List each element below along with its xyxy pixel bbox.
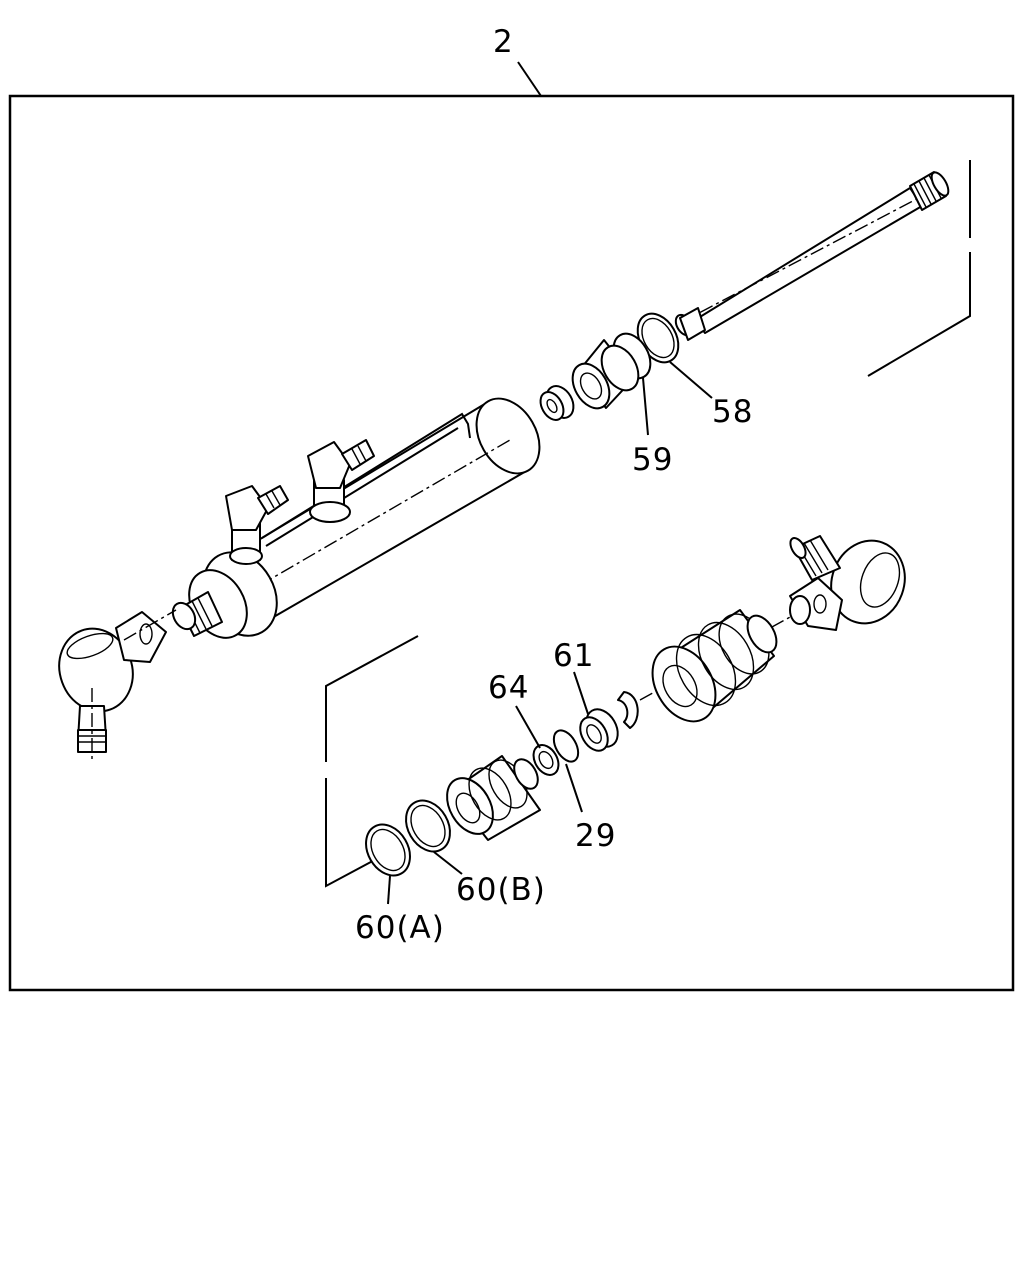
callout-58: 58 (712, 394, 753, 430)
tie-rod-end-right (789, 535, 906, 631)
leader-58 (669, 361, 713, 399)
bracket-line-lower-left-b (325, 778, 383, 888)
gland-bushing (571, 339, 640, 410)
leader-60a (387, 875, 391, 905)
small-nut (539, 385, 575, 421)
bracket-line-lower-left-a (325, 635, 419, 762)
diagram-frame (8, 94, 1015, 992)
elbow-fitting-right (307, 439, 375, 523)
snap-ring (617, 691, 639, 729)
callout-59: 59 (632, 442, 673, 478)
elbow-fitting-left (225, 485, 289, 565)
callout-61: 61 (553, 638, 594, 674)
leader-59 (642, 377, 649, 436)
callout-29: 29 (575, 818, 616, 854)
callout-assembly-2: 2 (493, 24, 514, 60)
tie-rod-end-left (58, 609, 177, 760)
part-60b-ring (405, 799, 451, 853)
part-61-bearing (579, 708, 619, 752)
piston-rod (674, 171, 950, 341)
leader-64 (515, 705, 541, 749)
part-60a-ring (365, 823, 411, 877)
leader-61 (573, 671, 589, 715)
dust-boot-large (639, 605, 811, 723)
steering-cylinder-body (171, 397, 541, 639)
callout-64: 64 (488, 670, 529, 706)
bracket-line-upper-right-b (867, 252, 971, 377)
part-29-ring (552, 729, 580, 763)
leader-29 (565, 763, 583, 813)
leader-assembly-2 (517, 61, 542, 97)
callout-60a: 60(A) (355, 910, 445, 946)
dust-boot-small (446, 755, 541, 841)
leader-60b (433, 851, 463, 875)
callout-60b: 60(B) (456, 872, 546, 908)
